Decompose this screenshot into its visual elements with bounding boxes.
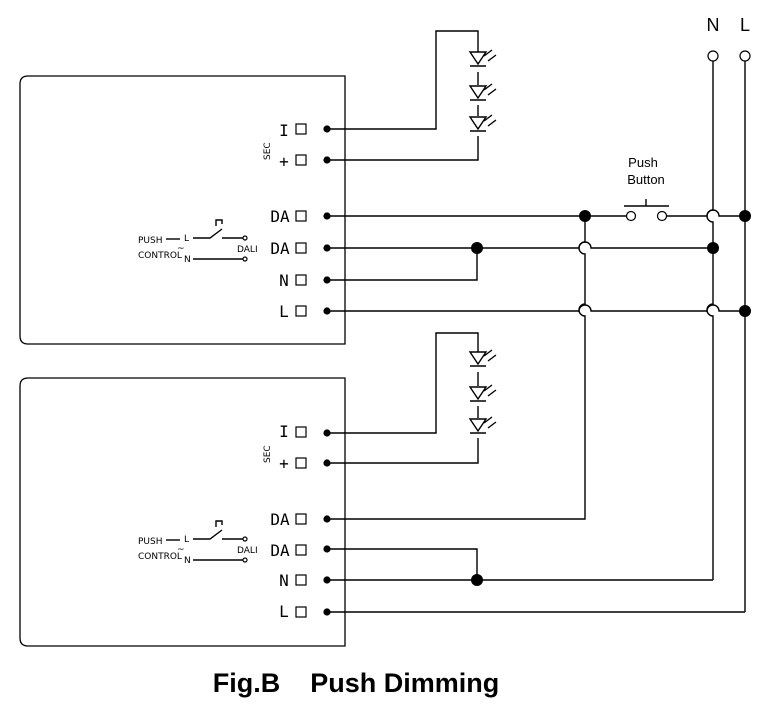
driver-1-control-label: CONTROL: [138, 251, 182, 261]
driver-1-l-wire: [327, 304, 745, 312]
da-vertical-bus: [327, 216, 586, 520]
driver-1-term-n-label: N: [279, 271, 289, 290]
driver-1-term-da1-label: DA: [270, 207, 290, 226]
driver-1-pc-l-label: L: [184, 234, 189, 244]
driver-2-housing: [19, 377, 346, 647]
terminal-dot: [323, 459, 331, 467]
driver-1-term-l-label: L: [279, 302, 289, 321]
driver-1-dali-label: DALI: [237, 245, 258, 255]
driver-2-term-l-label: L: [279, 602, 289, 621]
led-icon: [468, 83, 497, 101]
terminal-dot: [323, 545, 331, 553]
led-icon: [468, 49, 497, 67]
driver-1-pc-actuator: [215, 219, 223, 226]
driver-1-sec-label: SEC: [263, 142, 273, 160]
driver-1-term-n: [295, 274, 307, 286]
push-button-actuator: [624, 199, 669, 207]
driver-1-n-wire: [327, 248, 478, 281]
driver-2-dali-label: DALI: [237, 546, 258, 556]
mains-l-label: L: [740, 15, 750, 35]
terminal-dot: [323, 608, 331, 616]
driver-2-led-string: [327, 332, 497, 464]
led-icon: [468, 384, 497, 402]
driver-2-term-plus-label: +: [279, 454, 289, 473]
junction-dots: [471, 210, 751, 586]
terminal-dot: [323, 156, 331, 164]
driver-2-term-minus-label: I: [279, 422, 289, 441]
driver-1-term-plus: [295, 154, 307, 166]
driver-2-term-plus: [295, 457, 307, 469]
driver-2-term-n-label: N: [279, 571, 289, 590]
figure-caption: Fig.B Push Dimming: [212, 668, 500, 698]
led-icon: [468, 114, 497, 132]
driver-2-tilde: ~: [177, 545, 185, 555]
driver-1-term-plus-label: +: [279, 152, 289, 171]
driver-2-sec-label: SEC: [263, 445, 273, 463]
terminal-dots: [323, 125, 331, 616]
junction-dot: [739, 305, 751, 317]
driver-2-pc-l-label: L: [184, 535, 189, 545]
junction-dot: [739, 210, 751, 222]
terminal-dot: [323, 125, 331, 133]
driver-2-term-n: [295, 574, 307, 586]
driver-1-pc-n-label: N: [184, 255, 191, 265]
driver-2-pc-switch: [193, 529, 245, 540]
terminal-dot: [323, 576, 331, 584]
terminal-dot: [323, 212, 331, 220]
driver-1-term-minus: [295, 123, 307, 135]
mains-l-terminal: [739, 50, 751, 62]
driver-2-pc-n-label: N: [184, 556, 191, 566]
led-icon: [468, 416, 497, 434]
driver-2-control-label: CONTROL: [138, 552, 182, 562]
terminal-dot: [323, 276, 331, 284]
mains-n-wire: [706, 61, 714, 580]
driver-2-pc-actuator: [215, 520, 223, 527]
driver-2-push-label: PUSH: [138, 537, 163, 547]
driver-1-term-l: [295, 305, 307, 317]
mains-n-label: N: [707, 15, 720, 35]
driver-1-da2-wire: [327, 241, 713, 249]
push-button-contact-left: [625, 210, 637, 222]
push-button: Push Button: [624, 155, 669, 222]
driver-1-tilde: ~: [177, 244, 185, 254]
terminal-dot: [323, 429, 331, 437]
junction-dot: [707, 242, 719, 254]
driver-2: I + SEC DA DA N L PUSH CONTROL ~ L N DAL…: [19, 332, 497, 647]
terminal-dot: [323, 244, 331, 252]
terminal-dot: [323, 307, 331, 315]
driver-2-da2-wire: [327, 548, 478, 580]
driver-2-term-da2-label: DA: [270, 541, 290, 560]
driver-1-push-label: PUSH: [138, 236, 163, 246]
led-icon: [468, 349, 497, 367]
driver-1-term-da1: [295, 210, 307, 222]
driver-2-term-minus: [295, 426, 307, 438]
driver-1-pc-switch: [193, 228, 245, 239]
driver-1: I + SEC DA DA N L PUSH CONTROL ~ L N DAL…: [19, 30, 497, 345]
terminal-dot: [323, 515, 331, 523]
push-button-contact-right: [656, 210, 668, 222]
driver-1-term-da2-label: DA: [270, 239, 290, 258]
driver-1-led-string: [327, 30, 497, 161]
driver-1-term-da2: [295, 242, 307, 254]
mains-n-terminal: [707, 50, 719, 62]
push-button-label-line1: Push: [628, 155, 658, 170]
driver-2-term-l: [295, 606, 307, 618]
junction-dot: [471, 574, 483, 586]
junction-dot: [471, 242, 483, 254]
driver-1-term-minus-label: I: [279, 121, 289, 140]
junction-dot: [579, 210, 591, 222]
driver-2-term-da1: [295, 513, 307, 525]
driver-1-housing: [19, 75, 346, 345]
driver-2-term-da1-label: DA: [270, 510, 290, 529]
driver-2-term-da2: [295, 544, 307, 556]
push-button-label-line2: Button: [627, 172, 665, 187]
push-button-to-l-wire: [662, 209, 745, 217]
